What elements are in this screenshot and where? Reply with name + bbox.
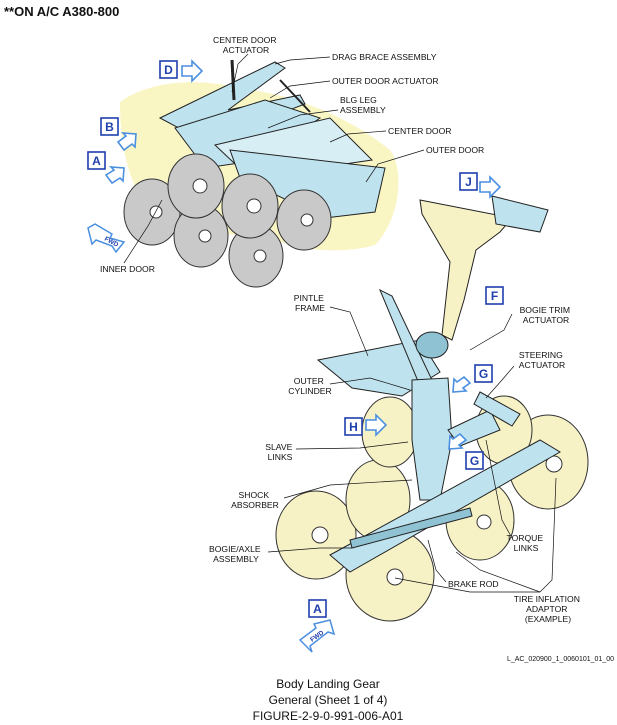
label-pintle-frame: PINTLE FRAME: [294, 293, 326, 313]
svg-text:H: H: [349, 420, 358, 434]
outer-door-shape: [229, 149, 386, 219]
view-tag-a-bottom: A: [308, 599, 327, 618]
arrow-j-icon: [479, 175, 502, 199]
caption-line-1: Body Landing Gear: [276, 677, 379, 691]
view-tag-a-top: A: [87, 151, 106, 170]
lower-gear-view: [275, 288, 589, 622]
svg-text:B: B: [105, 120, 114, 134]
fwd-arrow-bottom: FWD: [298, 619, 336, 653]
view-tag-d: D: [159, 60, 178, 79]
view-arrows: [104, 59, 502, 450]
label-drag-brace-assembly: DRAG BRACE ASSEMBLY: [332, 52, 437, 62]
view-tag-h: H: [344, 417, 363, 436]
label-steering-actuator: STEERING ACTUATOR: [519, 350, 565, 370]
drawing-code: L_AC_020900_1_0060101_01_00: [507, 656, 614, 663]
svg-text:J: J: [465, 175, 472, 189]
outer-cylinder-shape: [411, 377, 453, 501]
label-outer-cylinder: OUTER CYLINDER: [288, 376, 331, 396]
label-shock-absorber: SHOCK ABSORBER: [231, 490, 279, 510]
label-blg-leg-assembly: BLG LEG ASSEMBLY: [340, 95, 386, 115]
label-tire-inflation-adaptor: TIRE INFLATION ADAPTOR (EXAMPLE): [514, 594, 583, 624]
diagram-header: **ON A/C A380-800: [4, 4, 119, 19]
view-tag-b: B: [100, 117, 119, 136]
label-center-door: CENTER DOOR: [388, 126, 452, 136]
view-tag-g-lower: G: [465, 451, 484, 470]
label-brake-rod: BRAKE ROD: [448, 579, 499, 589]
svg-text:D: D: [164, 63, 173, 77]
outer-door-actuator-rod: [279, 79, 311, 113]
svg-text:F: F: [491, 289, 498, 303]
upper-wheel-set: [123, 153, 332, 288]
label-outer-door-actuator: OUTER DOOR ACTUATOR: [332, 76, 439, 86]
fwd-arrow-top: FWD: [87, 223, 126, 254]
label-center-door-actuator: CENTER DOOR ACTUATOR: [213, 35, 279, 55]
caption-line-3: FIGURE-2-9-0-991-006-A01: [253, 709, 404, 723]
arrow-a-top-icon: [104, 166, 125, 185]
steering-actuator-shape: [473, 391, 521, 427]
upper-gear-view: [120, 59, 399, 288]
turret-shape: [415, 331, 449, 359]
arrow-b-icon: [116, 132, 137, 152]
leader-lines: [123, 53, 557, 593]
svg-text:G: G: [479, 367, 488, 381]
label-bogie-trim-actuator: BOGIE TRIM ACTUATOR: [520, 305, 573, 325]
label-outer-door: OUTER DOOR: [426, 145, 484, 155]
view-tag-g-upper: G: [474, 364, 493, 383]
label-slave-links: SLAVE LINKS: [265, 442, 294, 462]
caption-line-2: General (Sheet 1 of 4): [269, 693, 388, 707]
brake-rod-shape: [349, 507, 473, 549]
arrow-g-lower-icon: [448, 432, 468, 450]
arrow-g-upper-icon: [452, 375, 472, 393]
view-tags: D B A J F G H G: [87, 60, 504, 618]
svg-text:G: G: [470, 454, 479, 468]
label-torque-links: TORQUE LINKS: [507, 533, 546, 553]
callout-labels: CENTER DOOR ACTUATOR DRAG BRACE ASSEMBLY…: [100, 35, 583, 624]
view-j-part: [419, 195, 549, 341]
svg-text:A: A: [92, 154, 101, 168]
arrow-h-icon: [365, 413, 388, 437]
label-bogie-axle-assembly: BOGIE/AXLE ASSEMBLY: [209, 544, 263, 564]
label-inner-door: INNER DOOR: [100, 264, 155, 274]
view-tag-f: F: [485, 286, 504, 305]
svg-text:A: A: [313, 602, 322, 616]
arrow-d-icon: [181, 59, 204, 83]
center-door-actuator-rod: [230, 59, 236, 101]
view-tag-j: J: [459, 172, 478, 191]
